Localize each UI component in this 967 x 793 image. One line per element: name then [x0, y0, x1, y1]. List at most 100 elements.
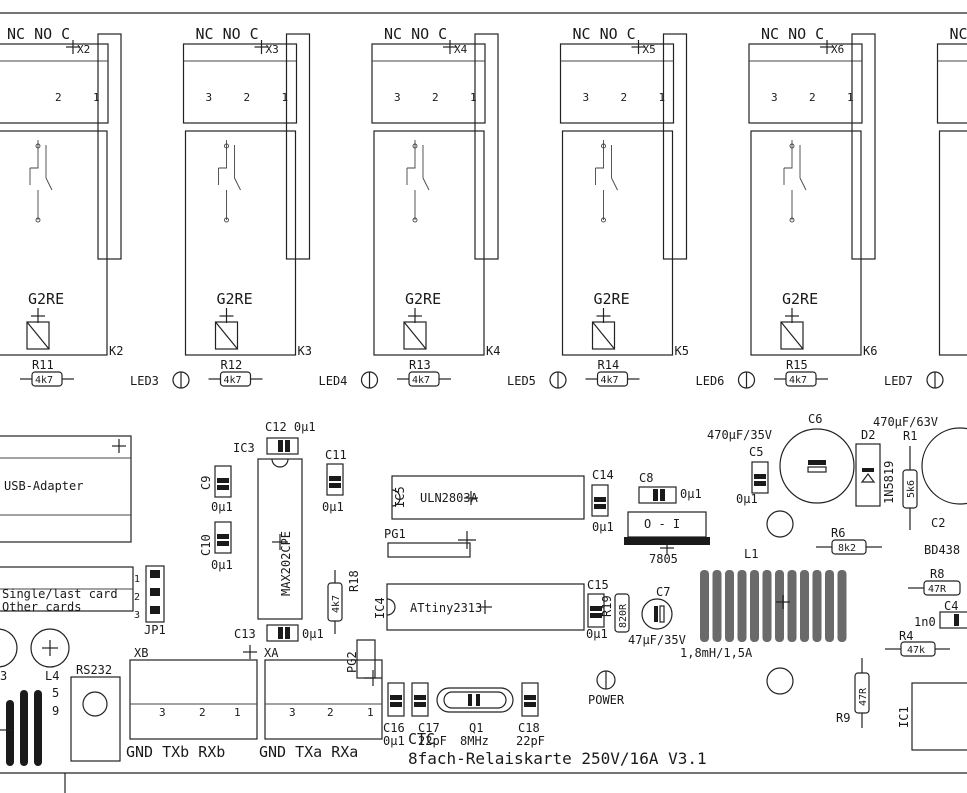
terminal-xa[interactable]: XA 3 2 1 GND TXa RXa	[243, 645, 383, 761]
relay-pin-number: 1	[847, 91, 854, 104]
relay-terminal-label: X6	[831, 43, 844, 56]
rs232-connector[interactable]: RS232	[70, 663, 121, 762]
r8-label: R8	[930, 567, 944, 581]
c11-label: C11	[325, 448, 347, 462]
relay-type-label: G2RE	[28, 290, 64, 308]
c6-label: C6	[808, 412, 822, 426]
relay-pin-number: 1	[282, 91, 289, 104]
ic3-part: MAX202CPE	[279, 531, 293, 596]
inductor-winding	[712, 570, 722, 642]
c7-value: 47µF/35V	[628, 633, 686, 647]
r9-value: 47R	[858, 687, 869, 706]
relay-pin-number: 3	[583, 91, 590, 104]
inductor-l1: L1 1,8mH/1,5A	[680, 547, 847, 660]
pg2-header: PG2	[345, 639, 382, 686]
relay-type-label: G2RE	[405, 290, 441, 308]
ic1: IC1	[897, 682, 967, 751]
jumper-pin-3: 3	[134, 610, 140, 621]
c15-label: C15	[587, 578, 609, 592]
c13-label: C13	[234, 627, 256, 641]
c14-label: C14	[592, 468, 614, 482]
relay-resistor-label: R11	[32, 358, 54, 372]
c6-value: 470µF/35V	[707, 428, 772, 442]
xb-label: XB	[134, 646, 148, 660]
relay-pin-number: 2	[244, 91, 251, 104]
jumper-single-label: Single/last card	[2, 587, 118, 601]
electrolytic-caps: C6 470µF/35V C2 470µF/63V C7 47µF/35V	[628, 412, 967, 695]
d2-label: D2	[861, 428, 875, 442]
pg1-header: PG1	[384, 527, 476, 558]
c5-value: 0µ1	[736, 492, 758, 506]
relay-terminal-label: X4	[454, 43, 468, 56]
r1-label: R1	[903, 429, 917, 443]
relay-led-label: LED5	[507, 374, 536, 388]
c18-label: C18	[518, 721, 540, 735]
c10-label: C10	[199, 534, 213, 556]
r4-label: R4	[899, 629, 913, 643]
r8-value: 47R	[928, 584, 947, 595]
relay-channel[interactable]: NC NO32G2	[936, 25, 967, 356]
c4-value: 1n0	[914, 615, 936, 629]
terminal-xb[interactable]: XB 3 2 1 GND TXb RXb	[126, 646, 258, 761]
ic3-label: IC3	[233, 441, 255, 455]
ic4-label: IC4	[373, 597, 387, 619]
relay-pin-number: 2	[809, 91, 816, 104]
relay-k-label: K5	[675, 344, 689, 358]
relay-led-label: LED4	[319, 374, 348, 388]
c17-label: C17	[418, 721, 440, 735]
led-l3-l4: 3 L4 5 9	[0, 628, 70, 766]
r4-value: 47k	[907, 645, 925, 656]
xa-num-3: 3	[289, 706, 296, 719]
inductor-winding	[750, 570, 759, 642]
c4-label: C4	[944, 599, 958, 613]
relay-pin-number: 2	[432, 91, 439, 104]
ic5-label: IC5	[393, 486, 407, 508]
rs232-label: RS232	[76, 663, 112, 677]
relay-led-label: LED7	[884, 374, 913, 388]
r6-value: 8k2	[838, 543, 856, 554]
relay-type-label: G2RE	[594, 290, 630, 308]
pin5-label: 5	[52, 686, 59, 700]
relay-resistor-label: R13	[409, 358, 431, 372]
xa-label: XA	[264, 646, 279, 660]
relay-pin-number: 1	[659, 91, 666, 104]
c9-value: 0µ1	[211, 500, 233, 514]
r18-value: 4k7	[331, 595, 342, 613]
q1-label: Q1	[469, 721, 483, 735]
c18-value: 22pF	[516, 734, 545, 748]
l4-label: L4	[45, 669, 59, 683]
inductor-winding	[825, 570, 834, 642]
pin9-label: 9	[52, 704, 59, 718]
inductor-winding	[737, 570, 747, 642]
relay-led-label: LED3	[130, 374, 159, 388]
relay-resistor-value: 4k7	[224, 375, 242, 386]
l1-value: 1,8mH/1,5A	[680, 646, 753, 660]
ic4-part: ATtiny2313	[410, 601, 482, 615]
resistors-misc: R18 4k7 R19 820R R6 8k2 R1 5k6 R8 47R R4…	[327, 429, 961, 728]
jumper-pin-2: 2	[134, 592, 140, 603]
relay-type-label: G2RE	[217, 290, 253, 308]
c16-value: 0µ1	[383, 734, 405, 748]
c7-label: C7	[656, 585, 670, 599]
c15-value: 0µ1	[586, 627, 608, 641]
ic4-attiny: IC4 ATtiny2313	[373, 583, 585, 631]
power-label: POWER	[588, 693, 625, 707]
r18-label: R18	[347, 570, 361, 592]
c9-label: C9	[199, 476, 213, 490]
ic3-max202: IC3 MAX202CPE	[233, 441, 303, 620]
xb-num-3: 3	[159, 706, 166, 719]
c10-value: 0µ1	[211, 558, 233, 572]
pg2-label: PG2	[345, 651, 359, 673]
c2-value: 470µF/63V	[873, 415, 938, 429]
jumper-jp1[interactable]: Single/last card Other cards 1 2 3 JP1	[0, 565, 166, 637]
relay-k-label: K2	[109, 344, 123, 358]
inductor-winding	[812, 570, 822, 642]
xb-num-1: 1	[234, 706, 241, 719]
xa-num-1: 1	[367, 706, 374, 719]
